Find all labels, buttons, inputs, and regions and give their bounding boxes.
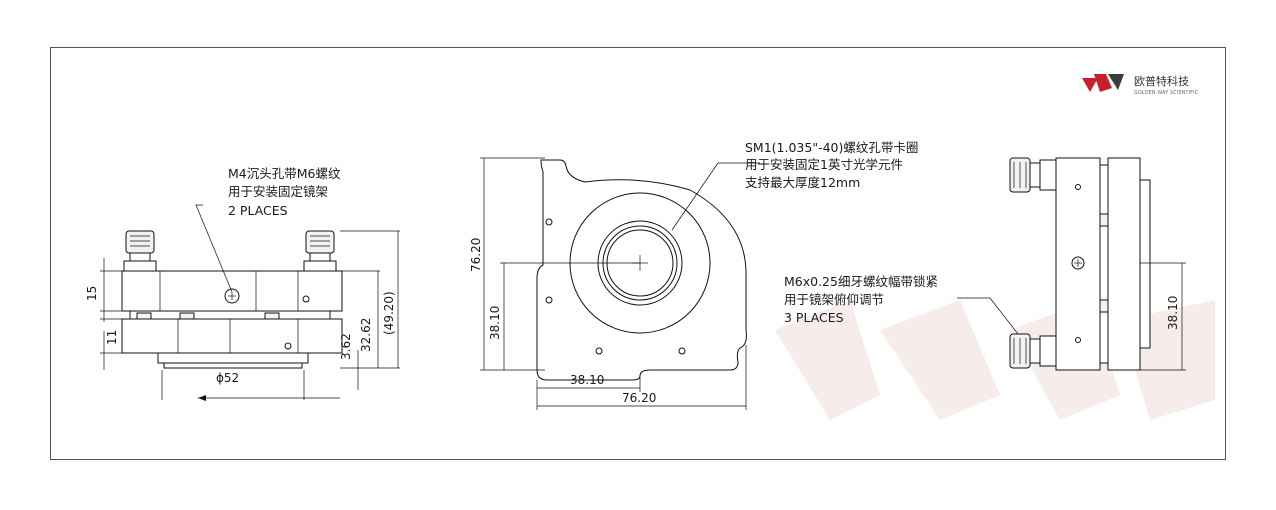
dim-height-38-10: 38.10: [488, 306, 502, 340]
dim-3-62: 3.62: [339, 333, 353, 360]
company-logo: 欧普特科技 GOLDEN WAY SCIENTIFIC: [1082, 74, 1199, 96]
callout-leader: [671, 162, 760, 231]
svg-text:用于安装固定镜架: 用于安装固定镜架: [228, 184, 328, 199]
svg-text:M4沉头孔带M6螺纹: M4沉头孔带M6螺纹: [228, 166, 341, 181]
callout-thread: SM1(1.035"-40)螺纹孔带卡圈 用于安装固定1英寸光学元件 支持最大厚…: [745, 140, 918, 190]
logo-chinese-name: 欧普特科技: [1134, 74, 1189, 88]
callout-leader: [957, 297, 1019, 335]
dim-width-38-10: 38.10: [570, 373, 604, 387]
logo-english-name: GOLDEN WAY SCIENTIFIC: [1134, 90, 1199, 96]
svg-text:支持最大厚度12mm: 支持最大厚度12mm: [745, 175, 860, 190]
dim-diameter-52: ϕ52: [216, 371, 239, 385]
drawing-frame: [50, 47, 1226, 460]
front-view: 76.20 38.10 38.10 76.20: [469, 157, 760, 410]
dim-11: 11: [105, 330, 119, 345]
adjuster-knob: [125, 230, 155, 254]
bottom-plate: [121, 318, 343, 354]
svg-text:用于镜架俯仰调节: 用于镜架俯仰调节: [784, 292, 884, 307]
front-plate: [1107, 157, 1141, 371]
adjuster-knob: [305, 230, 335, 254]
svg-text:M6x0.25细牙螺纹幅带锁紧: M6x0.25细牙螺纹幅带锁紧: [784, 274, 938, 289]
dim-height-76-20: 76.20: [469, 238, 483, 272]
dim-15: 15: [85, 286, 99, 301]
svg-text:用于安装固定1英寸光学元件: 用于安装固定1英寸光学元件: [745, 157, 903, 172]
svg-text:SM1(1.035"-40)螺纹孔带卡圈: SM1(1.035"-40)螺纹孔带卡圈: [745, 140, 918, 155]
dim-width-76-20: 76.20: [622, 391, 656, 405]
left-side-view: 15 11 3.62 32.62 (49.20) ϕ52: [85, 204, 400, 401]
callout-adjusters: M6x0.25细牙螺纹幅带锁紧 用于镜架俯仰调节 3 PLACES: [784, 274, 938, 325]
callout-leader: [195, 204, 233, 293]
svg-text:3 PLACES: 3 PLACES: [784, 310, 844, 325]
right-side-view: 38.10: [957, 157, 1186, 371]
callout-mount-holes: M4沉头孔带M6螺纹 用于安装固定镜架 2 PLACES: [228, 166, 341, 218]
dim-32-62: 32.62: [359, 318, 373, 352]
svg-text:2 PLACES: 2 PLACES: [228, 203, 288, 218]
optic-ring: [1139, 179, 1151, 349]
dim-height-38-10-right: 38.10: [1166, 296, 1180, 330]
optic-ring: [157, 352, 309, 364]
dim-49-20: (49.20): [382, 291, 396, 335]
